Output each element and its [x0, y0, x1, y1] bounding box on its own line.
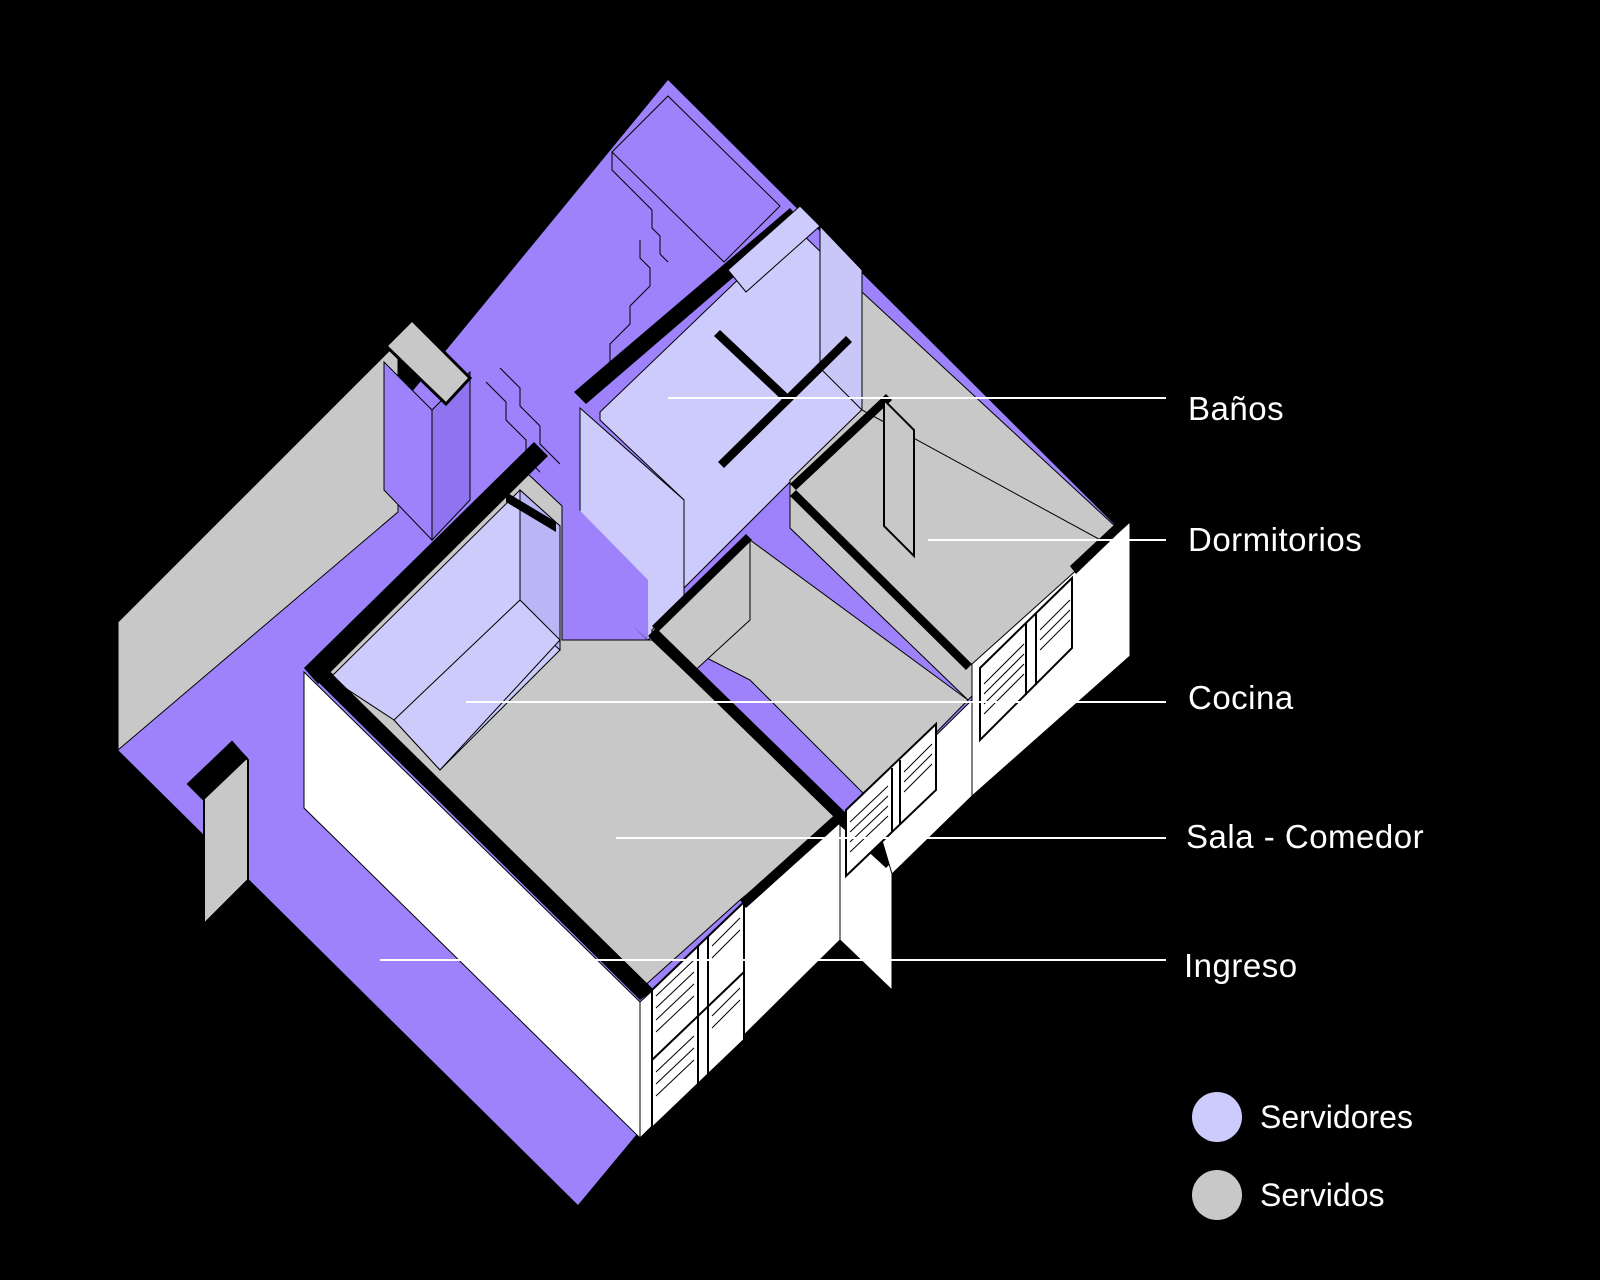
label-cocina: Cocina: [1188, 679, 1294, 716]
left-gray-wall: [117, 340, 399, 752]
leader-lines: [380, 397, 1166, 961]
sala-window: [651, 899, 745, 1131]
left-wall-stub-top: [188, 742, 248, 800]
label-banos: Baños: [1188, 390, 1285, 427]
legend-servidos-label: Servidos: [1260, 1176, 1385, 1213]
dormitorios-wall-diagonal: [790, 490, 972, 670]
sala-inner-wall: [648, 628, 886, 860]
cocina-counter-lower: [393, 599, 561, 771]
label-ingreso: Ingreso: [1184, 947, 1298, 984]
legend-servidos-swatch: [1192, 1170, 1242, 1220]
sala-left-wall: [304, 660, 654, 1000]
left-top-box: [383, 317, 473, 407]
legend-servidores-label: Servidores: [1260, 1098, 1413, 1135]
dormitorios-wall-top: [790, 394, 892, 490]
dormitorios-wall-cap: [1070, 510, 1130, 574]
sala-back-wall-2: [506, 492, 556, 532]
dormitorios-window: [979, 575, 1073, 743]
legend-servidos: Servidos: [1192, 1170, 1385, 1220]
label-dormitorios: Dormitorios: [1188, 521, 1363, 558]
sala-front-cap: [740, 810, 846, 908]
legend-servidores: Servidores: [1192, 1092, 1413, 1142]
bathroom-inner-wall: [714, 330, 790, 402]
central-corridor-purple: [540, 470, 648, 640]
legend-servidores-swatch: [1192, 1092, 1242, 1142]
sala-back-wall: [304, 442, 548, 684]
cocina-top-wall: [652, 534, 752, 632]
bathroom-partition: [718, 336, 852, 468]
stair-block: [611, 95, 781, 263]
label-sala-comedor: Sala - Comedor: [1186, 818, 1425, 855]
dormitorios-pillar: [883, 397, 915, 559]
